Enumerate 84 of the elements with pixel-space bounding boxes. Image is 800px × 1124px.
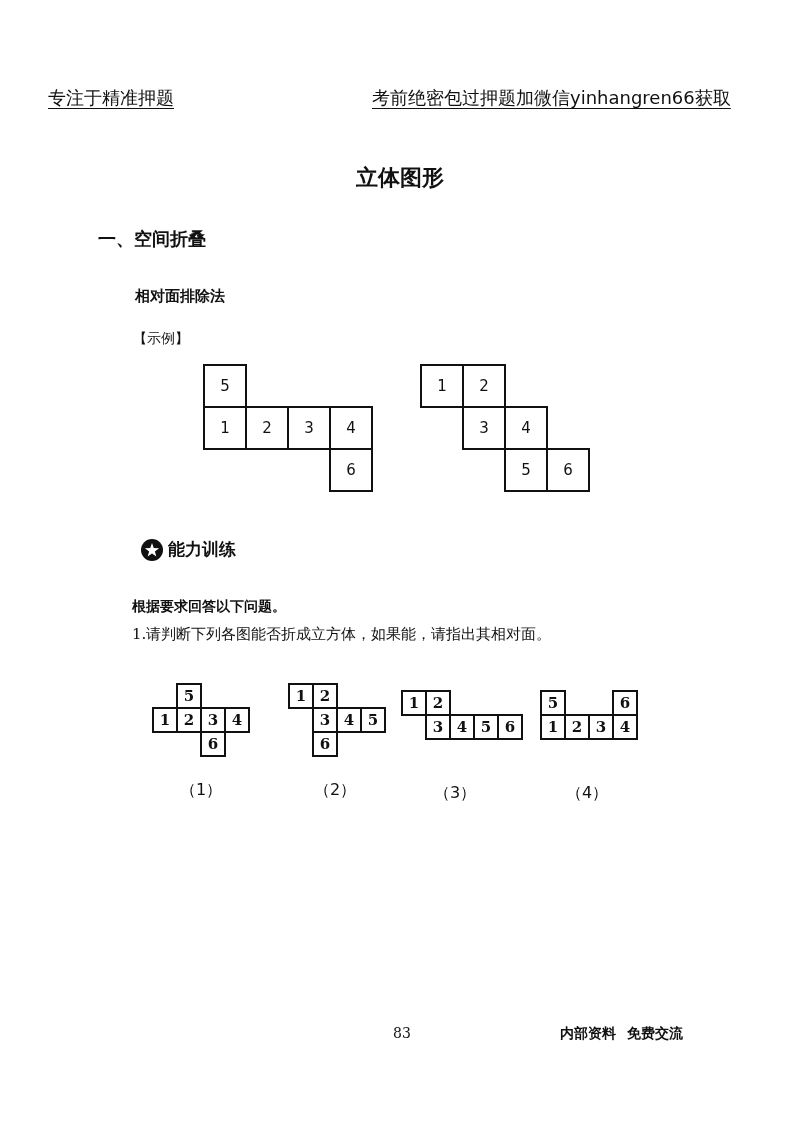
net-square [504, 448, 548, 492]
face-number: 3 [479, 419, 489, 437]
net-square [497, 714, 523, 740]
subsection-heading: 相对面排除法 [135, 287, 225, 306]
net-square [540, 714, 566, 740]
face-number: 4 [456, 718, 468, 736]
net-square [336, 707, 362, 733]
net-square [360, 707, 386, 733]
face-number: 5 [521, 461, 531, 479]
net-square [329, 406, 373, 450]
face-number: 2 [183, 711, 195, 729]
face-number: 4 [619, 718, 631, 736]
net-square [200, 731, 226, 757]
face-number: 2 [319, 687, 331, 705]
net-square [540, 690, 566, 716]
net-square [425, 690, 451, 716]
face-number: 2 [479, 377, 489, 395]
net-square [449, 714, 475, 740]
face-number: 6 [504, 718, 516, 736]
face-number: 5 [367, 711, 379, 729]
face-number: 6 [563, 461, 573, 479]
net-square [203, 364, 247, 408]
net-square [176, 683, 202, 709]
header-text: 专注于精准押题 [48, 86, 174, 110]
face-number: 6 [319, 735, 331, 753]
face-number: 1 [408, 694, 420, 712]
figure-caption: （2） [314, 780, 357, 801]
figure-caption: （1） [180, 780, 223, 801]
net-square [287, 406, 331, 450]
face-number: 3 [319, 711, 331, 729]
face-number: 2 [571, 718, 583, 736]
page-number: 83 [393, 1025, 411, 1041]
face-number: 2 [432, 694, 444, 712]
face-number: 4 [346, 419, 356, 437]
net-square [152, 707, 178, 733]
section-heading: 一、空间折叠 [98, 227, 206, 251]
net-square [462, 406, 506, 450]
net-square [420, 364, 464, 408]
net-square [425, 714, 451, 740]
net-square [203, 406, 247, 450]
header-text: 考前绝密包过押题加微信yinhangren66获取 [372, 86, 731, 110]
face-number: 5 [480, 718, 492, 736]
face-number: 6 [619, 694, 631, 712]
face-number: 1 [159, 711, 171, 729]
footer-text: 内部资料 免费交流 [560, 1025, 683, 1043]
face-number: 3 [207, 711, 219, 729]
face-number: 5 [183, 687, 195, 705]
net-square [612, 690, 638, 716]
face-number: 2 [262, 419, 272, 437]
face-number: 3 [595, 718, 607, 736]
face-number: 4 [231, 711, 243, 729]
net-square [462, 364, 506, 408]
instruction-text: 根据要求回答以下问题。 [132, 598, 286, 616]
net-square [312, 683, 338, 709]
net-square [504, 406, 548, 450]
face-number: 6 [346, 461, 356, 479]
figure-caption: （3） [434, 783, 477, 804]
net-square [473, 714, 499, 740]
net-square [401, 690, 427, 716]
net-square [224, 707, 250, 733]
face-number: 1 [547, 718, 559, 736]
net-square [312, 731, 338, 757]
face-number: 5 [547, 694, 559, 712]
net-square [612, 714, 638, 740]
face-number: 3 [432, 718, 444, 736]
face-number: 6 [207, 735, 219, 753]
net-square [329, 448, 373, 492]
net-square [564, 714, 590, 740]
face-number: 1 [437, 377, 447, 395]
net-square [588, 714, 614, 740]
face-number: 3 [304, 419, 314, 437]
face-number: 1 [220, 419, 230, 437]
net-square [288, 683, 314, 709]
section-heading: 能力训练 [168, 538, 236, 561]
net-square [546, 448, 590, 492]
figure-caption: （4） [566, 783, 609, 804]
face-number: 4 [521, 419, 531, 437]
question-text: 1.请判断下列各图能否折成立方体，如果能，请指出其相对面。 [132, 625, 552, 644]
face-number: 5 [220, 377, 230, 395]
page-title: 立体图形 [355, 163, 445, 192]
example-label: 【示例】 [133, 330, 189, 348]
net-square [245, 406, 289, 450]
face-number: 4 [343, 711, 355, 729]
face-number: 1 [295, 687, 307, 705]
